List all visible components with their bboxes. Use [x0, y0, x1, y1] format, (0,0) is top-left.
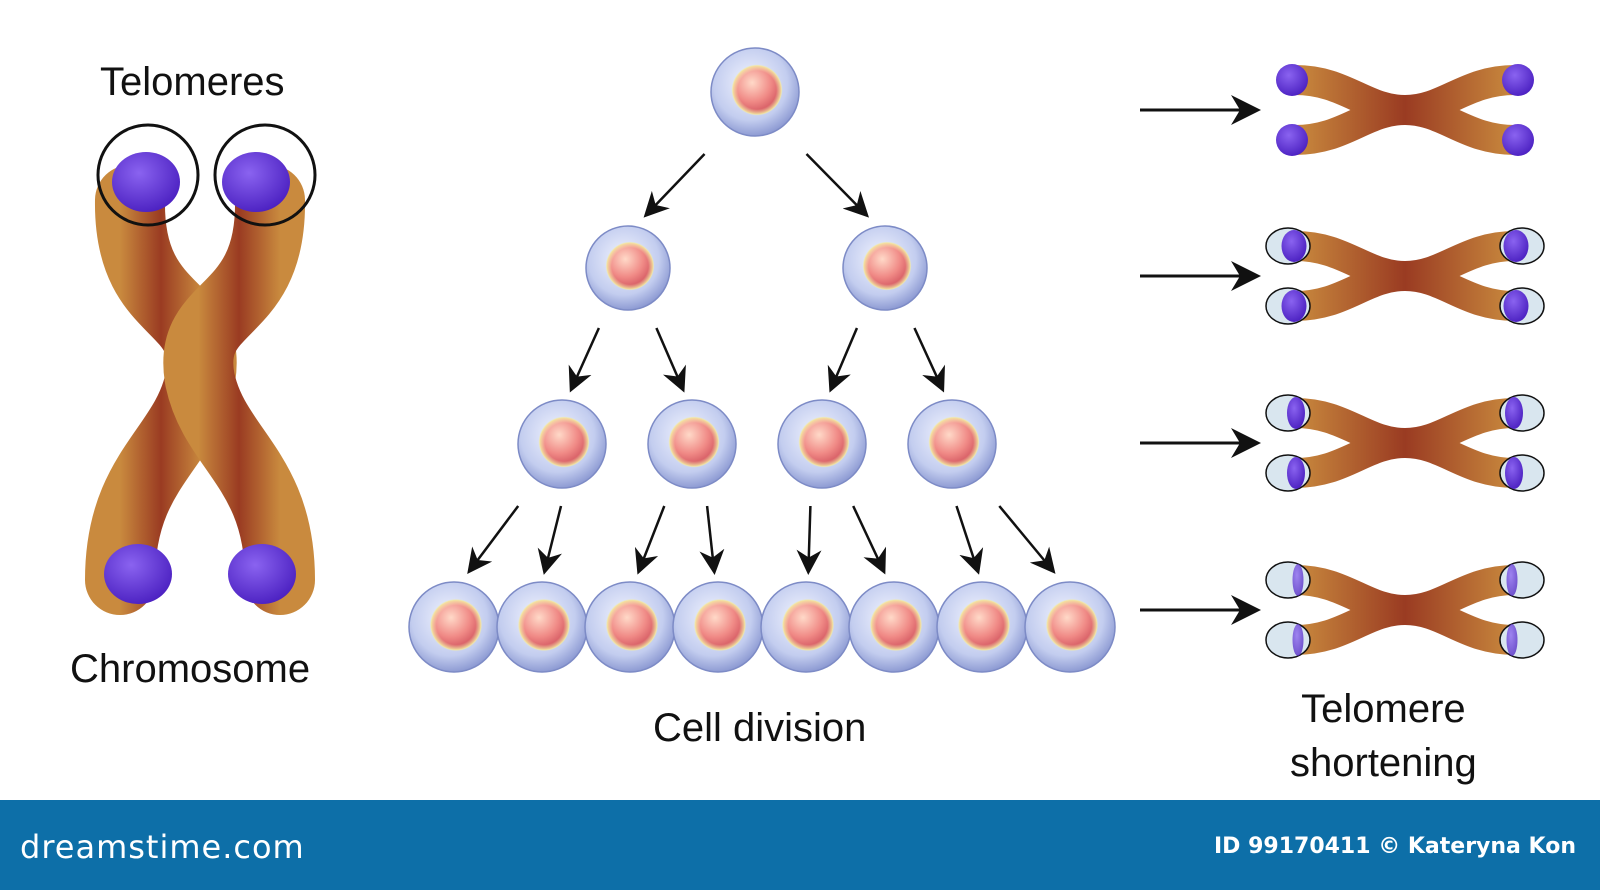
division-arrow [827, 327, 859, 393]
nucleus-envelope [605, 241, 655, 291]
telomere-cap [1287, 397, 1305, 429]
cell-gen2-1 [585, 225, 671, 311]
division-arrow [655, 327, 686, 393]
footer-bar: dreamstime.com ID 99170411 © Kateryna Ko… [0, 800, 1600, 890]
telomere-shortening-label-line2: shortening [1290, 741, 1477, 785]
telomere-cap [1506, 564, 1518, 596]
nucleus-envelope [869, 598, 923, 652]
cell-gen4-2 [496, 581, 588, 673]
division-arrow [643, 153, 706, 218]
nucleus-envelope [862, 241, 912, 291]
cell-gen4-1 [408, 581, 500, 673]
telomere-cap [1287, 457, 1305, 489]
nucleus-envelope [957, 598, 1011, 652]
nucleus-envelope [605, 598, 659, 652]
chromosome-arm [1280, 565, 1530, 655]
cell-gen4-3 [584, 581, 676, 673]
nucleus-envelope [781, 598, 835, 652]
telomere-cap [1292, 564, 1304, 596]
footer-logo[interactable]: dreamstime.com [20, 828, 305, 866]
chromosome-arm [1280, 398, 1530, 488]
telomere-cap [1503, 290, 1529, 322]
cell-division-label: Cell division [653, 706, 867, 750]
division-arrow [852, 505, 887, 575]
nucleus-envelope [693, 598, 747, 652]
shortened-chromosome-3 [1140, 394, 1545, 492]
cell-gen2-2 [842, 225, 928, 311]
chromosome-arm-right [163, 165, 315, 615]
nucleus-envelope [1045, 598, 1099, 652]
telomere-highlight-circle-left [96, 123, 200, 227]
cell-gen3-4 [907, 399, 997, 489]
telomere-cap [1281, 230, 1307, 262]
cell-gen4-7 [936, 581, 1028, 673]
nucleus-envelope [798, 416, 850, 468]
telomere-cap [1502, 124, 1534, 156]
telomere-cap [1505, 397, 1523, 429]
cell-gen4-4 [672, 581, 764, 673]
telomere-shortening-label: Telomere shortening [1290, 682, 1477, 790]
nucleus-envelope [928, 416, 980, 468]
cell-gen4-8 [1024, 581, 1116, 673]
division-arrow [699, 505, 725, 575]
nucleus-envelope [668, 416, 720, 468]
diagram-stage [85, 47, 1545, 673]
cell-division-tree [408, 47, 1116, 673]
cell-gen4-6 [848, 581, 940, 673]
telomere-cap [1506, 624, 1518, 656]
division-arrow [568, 327, 601, 393]
telomeres-label: Telomeres [100, 60, 285, 104]
cell-gen3-1 [517, 399, 607, 489]
division-arrow [955, 505, 984, 575]
diagram-canvas [85, 47, 1545, 673]
nucleus-envelope [731, 64, 783, 116]
division-arrow [796, 505, 822, 575]
telomere-cap [1505, 457, 1523, 489]
telomere-cap [1281, 290, 1307, 322]
division-arrow [998, 505, 1056, 574]
telomere-top-left [112, 152, 180, 212]
telomere-cap [1276, 124, 1308, 156]
division-arrow [913, 327, 945, 393]
telomere-cap [1276, 64, 1308, 96]
division-arrow [537, 505, 563, 575]
shortened-chromosome-2 [1140, 227, 1545, 325]
chromosome-arm [1280, 65, 1530, 155]
division-arrow [467, 505, 520, 574]
telomere-cap [1292, 624, 1304, 656]
shortened-chromosome-1 [1140, 64, 1534, 156]
telomere-cap [1502, 64, 1534, 96]
cell-gen3-2 [647, 399, 737, 489]
telomere-shortening-label-line1: Telomere [1301, 687, 1466, 731]
division-arrow [805, 153, 870, 218]
telomere-top-right [222, 152, 290, 212]
cell-gen4-5 [760, 581, 852, 673]
main-chromosome [85, 123, 317, 615]
division-arrow [634, 505, 666, 575]
chromosome-label: Chromosome [70, 647, 311, 691]
nucleus-envelope [517, 598, 571, 652]
cell-gen3-3 [777, 399, 867, 489]
telomere-highlight-circle-right [213, 123, 317, 227]
footer-credit: ID 99170411 © Kateryna Kon [1213, 834, 1576, 859]
telomere-cap [1503, 230, 1529, 262]
chromosome-arm [1280, 231, 1530, 321]
shortened-chromosome-4 [1140, 561, 1545, 659]
cell-gen1-1 [710, 47, 800, 137]
telomere-bottom-right [228, 544, 296, 604]
nucleus-envelope [429, 598, 483, 652]
nucleus-envelope [538, 416, 590, 468]
telomere-bottom-left [104, 544, 172, 604]
telomere-shortening-series [1140, 64, 1545, 659]
